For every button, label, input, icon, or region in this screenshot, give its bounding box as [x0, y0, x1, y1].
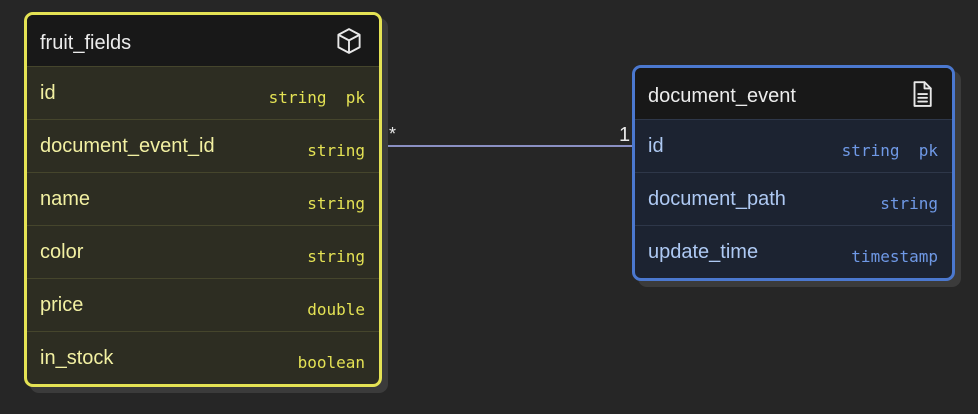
table-header[interactable]: document_event	[635, 68, 952, 119]
field-row[interactable]: document_event_id string	[27, 119, 379, 172]
field-name: update_time	[648, 240, 759, 263]
field-type: string pk	[841, 140, 938, 160]
field-name: id	[40, 81, 56, 104]
field-row[interactable]: update_time timestamp	[635, 225, 952, 278]
field-row[interactable]: document_path string	[635, 172, 952, 225]
table-fruit-fields[interactable]: fruit_fields id string pk document_event…	[24, 12, 382, 387]
field-type: double	[307, 299, 365, 319]
field-row[interactable]: price double	[27, 278, 379, 331]
field-name: document_event_id	[40, 134, 215, 157]
field-name: id	[648, 134, 664, 157]
table-title: fruit_fields	[40, 32, 132, 54]
table-document-event[interactable]: document_event id string pk document_pat…	[632, 65, 955, 281]
cardinality-one: 1	[619, 124, 631, 146]
cardinality-many: *	[389, 124, 397, 144]
field-type: boolean	[297, 352, 365, 372]
field-row[interactable]: in_stock boolean	[27, 331, 379, 384]
field-name: color	[40, 240, 84, 263]
field-name: price	[40, 293, 84, 316]
field-type: string	[307, 193, 365, 213]
document-icon	[906, 78, 938, 110]
field-name: name	[40, 187, 91, 210]
field-name: document_path	[648, 187, 786, 210]
field-type: string	[307, 246, 365, 266]
field-row[interactable]: id string pk	[635, 119, 952, 172]
field-name: in_stock	[40, 346, 114, 369]
table-header[interactable]: fruit_fields	[27, 15, 379, 66]
field-type: string	[307, 140, 365, 160]
field-row[interactable]: color string	[27, 225, 379, 278]
table-title: document_event	[648, 85, 796, 107]
package-icon	[333, 25, 365, 57]
field-row[interactable]: id string pk	[27, 66, 379, 119]
field-type: string pk	[268, 87, 365, 107]
field-type: string	[880, 193, 938, 213]
field-row[interactable]: name string	[27, 172, 379, 225]
field-type: timestamp	[851, 246, 938, 266]
